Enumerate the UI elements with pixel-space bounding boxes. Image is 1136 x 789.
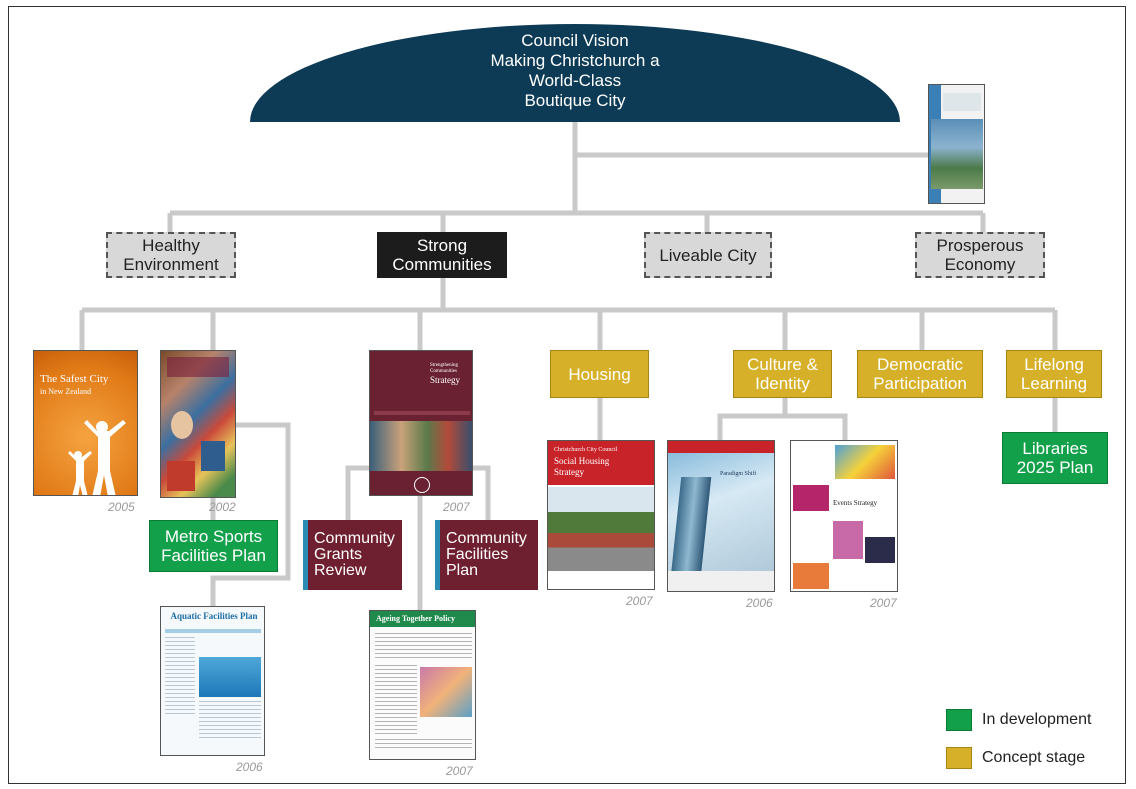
strengthening-title-2: Communities (430, 369, 457, 374)
housing-concept: Housing (550, 350, 649, 398)
year-physical-recreation: 2002 (209, 500, 236, 514)
year-ageing: 2007 (446, 764, 473, 778)
safest-city-cover: The Safest City in New Zealand (33, 350, 138, 496)
year-safest-city: 2005 (108, 500, 135, 514)
democratic-participation-concept: Democratic Participation (857, 350, 983, 398)
theme-healthy-environment: Healthy Environment (106, 232, 236, 278)
paradigm-shift-urban-design-cover: Paradigm Shift (667, 440, 775, 592)
vision-line-2: Making Christchurch a (490, 51, 660, 70)
events-strategy-cover: Events Strategy (790, 440, 898, 592)
diagram-frame (8, 6, 1126, 784)
community-grants-review: Community Grants Review (303, 520, 402, 590)
aquatic-title: Aquatic Facilities Plan (170, 611, 258, 621)
aquatic-facilities-plan-cover: Aquatic Facilities Plan (160, 606, 265, 756)
events-title: Events Strategy (833, 499, 878, 507)
lifelong-learning-concept: Lifelong Learning (1006, 350, 1102, 398)
social-housing-title-1: Christchurch City Council (554, 447, 618, 453)
theme-strong-communities: Strong Communities (377, 232, 507, 278)
council-vision-banner: Council Vision Making Christchurch a Wor… (250, 24, 900, 122)
safest-city-title: The Safest City (40, 373, 109, 385)
year-strengthening: 2007 (443, 500, 470, 514)
family-silhouette-icon (68, 420, 126, 495)
legend-development-swatch (946, 709, 972, 731)
theme-prosperous-economy: Prosperous Economy (915, 232, 1045, 278)
vision-line-3: World-Class (528, 71, 622, 90)
year-social-housing: 2007 (626, 594, 653, 608)
physical-recreation-strategy-cover (160, 350, 236, 498)
strengthening-title-3: Strategy (430, 375, 460, 385)
year-urban-design: 2006 (746, 596, 773, 610)
social-housing-title-3: Strategy (554, 467, 584, 477)
strengthening-title-1: Strengthening (430, 363, 459, 368)
urban-development-strategy-cover (928, 84, 985, 204)
legend-concept-label: Concept stage (982, 749, 1086, 766)
culture-identity-concept: Culture & Identity (733, 350, 832, 398)
ageing-title: Ageing Together Policy (376, 614, 455, 623)
ageing-together-policy-cover: Ageing Together Policy (369, 610, 476, 760)
vision-line-4: Boutique City (524, 91, 626, 110)
theme-liveable-city: Liveable City (644, 232, 772, 278)
safest-city-subtitle: in New Zealand (40, 387, 92, 396)
vision-line-1: Council Vision (521, 31, 629, 50)
strengthening-communities-strategy-cover: Strengthening Communities Strategy (369, 350, 473, 496)
paradigm-title: Paradigm Shift (720, 471, 757, 477)
libraries-2025-plan: Libraries 2025 Plan (1002, 432, 1108, 484)
community-facilities-plan: Community Facilities Plan (435, 520, 538, 590)
social-housing-title-2: Social Housing (554, 456, 610, 466)
legend-concept-swatch (946, 747, 972, 769)
year-events: 2007 (870, 596, 897, 610)
legend-development-label: In development (982, 711, 1092, 728)
metro-sports-facilities-plan: Metro Sports Facilities Plan (149, 520, 278, 572)
year-aquatic: 2006 (236, 760, 263, 774)
social-housing-strategy-cover: Christchurch City Council Social Housing… (547, 440, 655, 590)
